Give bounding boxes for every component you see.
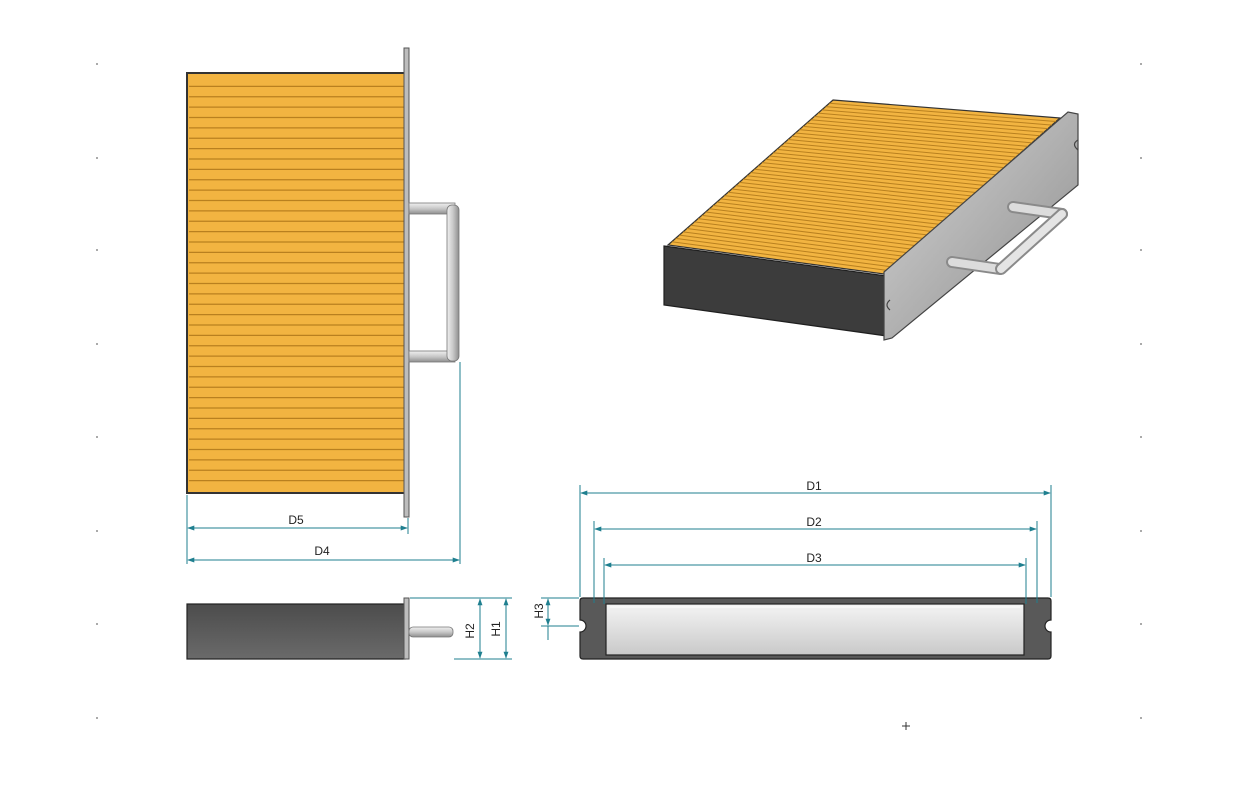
iso-pleat-line <box>780 145 1005 169</box>
iso-pleat-line <box>821 109 1049 130</box>
top-view-frame-plate <box>403 47 410 518</box>
iso-pleat-line <box>829 102 1057 123</box>
front-view <box>579 597 1052 660</box>
iso-pleat-line <box>750 172 973 197</box>
side-view-handle <box>408 626 454 638</box>
iso-pleat-line <box>787 139 1013 162</box>
iso-pleat-line <box>810 119 1037 140</box>
iso-pleat-line <box>682 231 901 261</box>
iso-pleat-line <box>731 188 953 215</box>
sheet-border-ticks <box>96 63 1142 719</box>
side-view-housing <box>186 603 406 660</box>
iso-pleat-line <box>694 221 913 250</box>
dimension-d3-label: D3 <box>806 551 822 565</box>
top-view <box>186 47 460 518</box>
iso-pleat-line <box>735 185 957 211</box>
dimension-d5-label: D5 <box>288 513 304 527</box>
iso-pleat-line <box>701 214 921 243</box>
iso-view-frame-notch-lower <box>886 299 891 311</box>
iso-view-handle <box>946 201 1068 275</box>
dimension-h1-label: H1 <box>489 621 503 637</box>
iso-pleat-line <box>772 152 997 176</box>
top-view-handle <box>408 202 460 363</box>
construction-mark <box>902 722 910 730</box>
iso-pleat-line <box>814 115 1041 137</box>
iso-pleat-line <box>705 211 925 240</box>
dimension-d1: D1 <box>579 479 1052 597</box>
dimension-d5: D5 <box>186 495 409 564</box>
iso-pleat-line <box>675 237 893 268</box>
iso-pleat-line <box>817 112 1045 133</box>
front-view-gasket <box>605 603 1025 656</box>
dimension-d2-label: D2 <box>806 515 822 529</box>
dimension-h2-label: H2 <box>463 623 477 639</box>
iso-pleat-line <box>765 158 989 183</box>
iso-pleat-line <box>806 122 1033 144</box>
dimension-h1: H1 <box>486 597 512 660</box>
dimension-d3: D3 <box>603 551 1027 604</box>
iso-pleat-line <box>724 195 945 222</box>
dimension-h3-label: H3 <box>532 603 546 619</box>
iso-pleat-line <box>802 125 1029 147</box>
iso-view-frame-plate <box>883 111 1079 341</box>
dimension-d4: D4 <box>187 362 461 564</box>
iso-pleat-line <box>712 204 933 232</box>
iso-pleat-line <box>799 129 1025 151</box>
iso-pleat-line <box>757 165 981 190</box>
iso-pleat-line <box>795 132 1021 154</box>
iso-pleat-line <box>784 142 1009 165</box>
iso-pleat-line <box>679 234 897 264</box>
iso-pleat-line <box>686 228 905 257</box>
dimension-h2: H2 <box>410 597 486 660</box>
iso-pleat-line <box>716 201 937 229</box>
iso-pleat-line <box>791 135 1017 158</box>
iso-pleat-line <box>697 218 917 247</box>
dimension-d2: D2 <box>593 515 1038 603</box>
top-view-pleats <box>189 85 404 482</box>
iso-pleat-line <box>690 224 909 254</box>
iso-pleat-line <box>761 162 985 186</box>
side-view <box>186 597 454 660</box>
iso-pleat-line <box>754 168 977 193</box>
iso-pleat-line <box>739 181 961 208</box>
iso-pleat-line <box>746 175 969 201</box>
iso-pleat-line <box>727 191 949 218</box>
dimension-h3: H3 <box>532 597 579 640</box>
iso-pleat-line <box>769 155 993 179</box>
iso-pleat-line <box>709 208 929 236</box>
iso-pleat-line <box>671 241 889 271</box>
iso-pleat-line <box>720 198 941 225</box>
iso-pleat-line <box>825 106 1053 126</box>
iso-pleat-line <box>776 148 1001 172</box>
iso-view-frame-notch <box>1073 139 1079 151</box>
iso-view-pleats <box>671 102 1057 271</box>
dimension-d1-label: D1 <box>806 479 822 493</box>
dimension-d4-label: D4 <box>314 544 330 558</box>
iso-pleat-line <box>742 178 965 204</box>
isometric-view <box>663 99 1079 341</box>
side-view-frame-plate <box>403 597 410 660</box>
